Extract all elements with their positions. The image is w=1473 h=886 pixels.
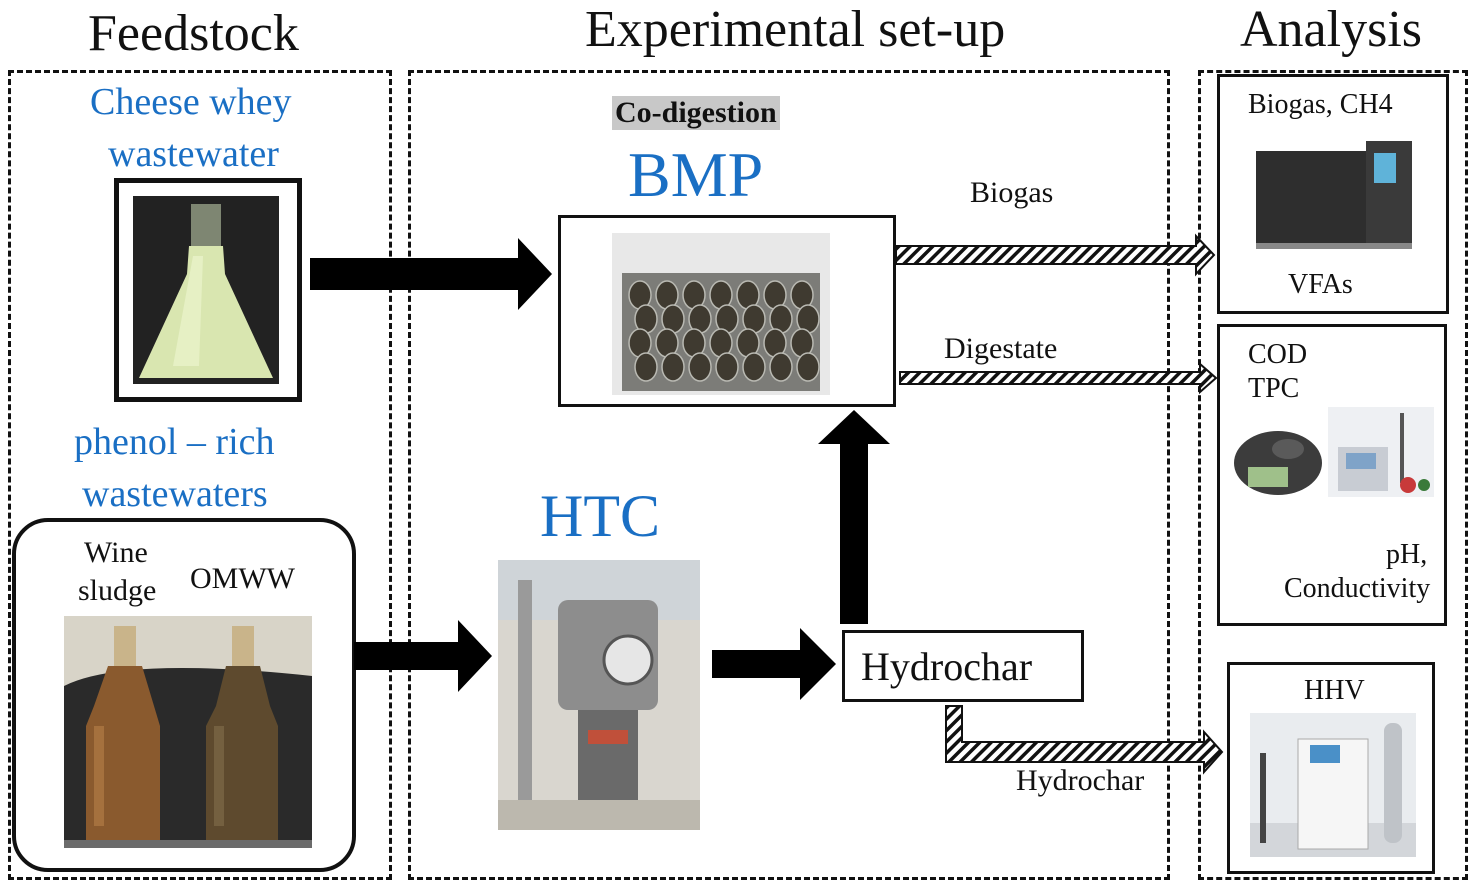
incubator-bottle xyxy=(661,352,685,382)
ph-label: pH, xyxy=(1386,539,1428,570)
htc-reactor-image xyxy=(498,560,700,830)
incubator-bottle xyxy=(634,352,658,382)
hydrochar-box: Hydrochar xyxy=(842,630,1084,702)
hydrochar-box-label: Hydrochar xyxy=(861,644,1033,689)
feedstock-frame xyxy=(8,70,392,880)
bottles-photo xyxy=(64,616,312,848)
codigestion-badge: Co-digestion xyxy=(612,96,780,130)
setup-frame xyxy=(408,70,1170,880)
arrow-phenol-to-htc xyxy=(354,620,492,692)
conductivity-label: Conductivity xyxy=(1284,573,1431,604)
wine-sludge-label-line1: Wine xyxy=(84,536,148,569)
bottles-image xyxy=(64,616,312,848)
phmeter-photo xyxy=(1328,407,1434,497)
whey-flask-photo xyxy=(133,196,279,384)
arrow-htc-to-hydrochar xyxy=(712,628,836,700)
vfas-label: VFAs xyxy=(1288,269,1353,300)
whey-flask-frame xyxy=(114,178,302,402)
bmp-photo xyxy=(612,233,830,395)
photometer-image xyxy=(1226,423,1326,515)
phenol-label-line2: wastewaters xyxy=(82,473,268,515)
analysis-frame xyxy=(1198,70,1468,880)
arrow-hydrochar-to-hhv xyxy=(945,705,1224,775)
cod-label: COD xyxy=(1248,339,1308,370)
htc-photo xyxy=(498,560,700,830)
biogas-ch4-label: Biogas, CH4 xyxy=(1248,89,1393,120)
incubator-bottle xyxy=(715,352,739,382)
feedstock-header: Feedstock xyxy=(88,5,299,62)
analysis-box-cod: COD TPC pH, Conductivity xyxy=(1217,324,1447,626)
biogas-flow-label: Biogas xyxy=(970,176,1054,209)
analysis-header: Analysis xyxy=(1240,1,1422,58)
digestate-flow-label: Digestate xyxy=(944,332,1058,365)
calorimeter-photo xyxy=(1250,713,1416,857)
whey-label-line1: Cheese whey xyxy=(90,81,292,123)
bmp-title: BMP xyxy=(628,139,764,210)
phenol-bottles-frame: Wine sludge OMWW xyxy=(12,518,356,872)
ph-meter-image xyxy=(1328,407,1434,497)
arrow-digestate-to-cod xyxy=(899,361,1218,395)
analysis-box-hhv: HHV xyxy=(1227,662,1435,874)
arrow-biogas-to-gc xyxy=(895,233,1216,277)
arrow-whey-to-bmp xyxy=(310,238,552,310)
wine-sludge-label-line2: sludge xyxy=(78,574,157,607)
setup-header: Experimental set-up xyxy=(585,1,1006,58)
arrow-hydrochar-to-bmp xyxy=(818,410,890,624)
incubator-bottle xyxy=(796,352,820,382)
phenol-label-line1: phenol – rich xyxy=(74,421,275,463)
tpc-label: TPC xyxy=(1248,373,1300,404)
bmp-incubator-image xyxy=(612,233,830,395)
incubator-bottle xyxy=(742,352,766,382)
gc-photo xyxy=(1250,135,1418,257)
bmp-box xyxy=(558,215,896,407)
omww-label: OMWW xyxy=(190,562,295,595)
analysis-box-gc: Biogas, CH4 VFAs xyxy=(1217,74,1449,314)
whey-flask-image xyxy=(133,196,279,384)
hhv-label: HHV xyxy=(1304,675,1365,706)
gas-chromatograph-image xyxy=(1250,135,1418,257)
calorimeter-image xyxy=(1250,713,1416,857)
photometer-photo xyxy=(1226,423,1326,515)
hydrochar-flow-label: Hydrochar xyxy=(1016,764,1145,797)
whey-label-line2: wastewater xyxy=(108,133,279,175)
incubator-bottle xyxy=(769,352,793,382)
htc-title: HTC xyxy=(540,483,660,549)
incubator-bottle xyxy=(688,352,712,382)
